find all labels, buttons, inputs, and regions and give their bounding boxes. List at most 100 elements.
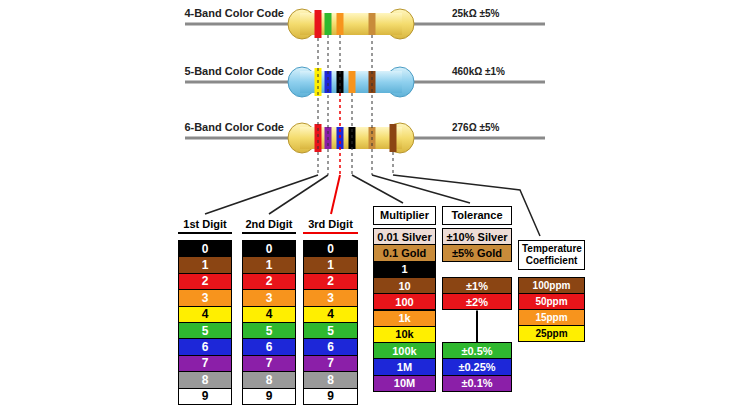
resistor-value: 276Ω ±5% (452, 122, 499, 133)
color-cell: 100ppm (518, 277, 585, 294)
cell-value: 4 (202, 307, 209, 321)
cell-value: 10M (394, 377, 415, 389)
color-cell: ±10% Silver (442, 228, 512, 245)
color-cell: ±0.5% (442, 342, 512, 359)
color-cell: 8 (303, 371, 358, 388)
color-cell: 4 (178, 306, 232, 323)
cell-value: 3 (266, 291, 273, 305)
color-band (315, 10, 376, 38)
color-cell: 2 (242, 273, 296, 290)
color-cell: 15ppm (518, 309, 585, 326)
cell-value: 0 (327, 242, 334, 256)
color-cell: 0 (178, 240, 232, 257)
color-cell: 1k (373, 310, 436, 327)
color-table: 2nd Digit0123456789 (242, 218, 296, 405)
resistor-body (288, 9, 414, 39)
table-heading: 3rd Digit (303, 218, 358, 234)
cell-value: 5 (202, 324, 209, 338)
band-guide-line (318, 35, 393, 175)
color-cell: 6 (178, 338, 232, 355)
cell-value: 7 (202, 356, 209, 370)
color-cell: 1 (373, 261, 436, 278)
color-cell: 3 (303, 289, 358, 306)
cell-value: 10 (398, 280, 410, 292)
cell-value: ±0.25% (458, 361, 495, 373)
color-cell: 25ppm (518, 325, 585, 342)
cell-value: 25ppm (535, 328, 567, 339)
color-cell: 10k (373, 326, 436, 343)
color-cell: 2 (178, 273, 232, 290)
table-heading: Tolerance (442, 206, 512, 225)
color-cell: 1 (242, 256, 296, 273)
color-cell: 3 (242, 289, 296, 306)
cell-value: 2 (202, 274, 209, 288)
cell-value: 5 (266, 324, 273, 338)
cell-value: 6 (327, 340, 334, 354)
color-cell: 6 (242, 338, 296, 355)
color-cell: 10M (373, 375, 436, 392)
color-cell: ±2% (442, 293, 512, 310)
color-cell: 0.01 Silver (373, 228, 436, 245)
cell-value: 6 (266, 340, 273, 354)
color-band (315, 124, 397, 152)
color-cell: 1M (373, 358, 436, 375)
color-cell: 5 (178, 322, 232, 339)
cell-value: 8 (266, 373, 273, 387)
leader-line (205, 175, 540, 236)
color-cell: 6 (303, 338, 358, 355)
band-count-label: 5-Band Color Code (150, 65, 284, 77)
band-count-label: 6-Band Color Code (150, 121, 284, 133)
cell-value: 9 (202, 389, 209, 403)
cell-value: 4 (266, 307, 273, 321)
color-cell: 5 (303, 322, 358, 339)
table-heading: Temperature Coefficient (518, 240, 585, 270)
cell-value: 5 (327, 324, 334, 338)
color-cell: 8 (178, 371, 232, 388)
color-cell: 7 (178, 355, 232, 372)
color-cell: ±5% Gold (442, 244, 512, 261)
color-cell: 100k (373, 342, 436, 359)
cell-value: 0.1 Gold (383, 247, 426, 259)
color-cell: 4 (303, 306, 358, 323)
color-band (315, 68, 376, 96)
cell-value: 1M (397, 361, 412, 373)
color-cell: 8 (242, 371, 296, 388)
cell-value: 0.01 Silver (377, 231, 431, 243)
cell-value: 9 (327, 389, 334, 403)
color-cell: ±0.1% (442, 375, 512, 392)
cell-value: 3 (202, 291, 209, 305)
cell-value: 3 (327, 291, 334, 305)
cell-value: 1 (327, 258, 334, 272)
color-table: 1st Digit0123456789 (178, 218, 232, 405)
cell-value: 2 (266, 274, 273, 288)
cell-value: 1 (401, 263, 407, 275)
color-cell: 5 (242, 322, 296, 339)
resistor-lead (185, 24, 545, 138)
cell-value: ±5% Gold (452, 247, 502, 259)
cell-value: 8 (202, 373, 209, 387)
color-cell: 50ppm (518, 293, 585, 310)
cell-value: 100ppm (533, 280, 571, 291)
table-heading: Multiplier (373, 206, 436, 225)
cell-value: 1k (398, 312, 410, 324)
cell-value: 1 (266, 258, 273, 272)
color-cell: 7 (242, 355, 296, 372)
resistor-body (288, 67, 414, 97)
resistor-value: 25kΩ ±5% (452, 8, 499, 19)
cell-value: 100 (395, 296, 413, 308)
color-cell: 2 (303, 273, 358, 290)
band-count-label: 4-Band Color Code (150, 7, 284, 19)
color-cell: 0 (303, 240, 358, 257)
color-cell: 1 (303, 256, 358, 273)
color-cell: 0 (242, 240, 296, 257)
color-cell: ±1% (442, 277, 512, 294)
color-cell: 7 (303, 355, 358, 372)
color-cell: 3 (178, 289, 232, 306)
cell-value: 1 (202, 258, 209, 272)
color-cell: 1 (178, 256, 232, 273)
table-heading: 2nd Digit (242, 218, 296, 234)
cell-value: 4 (327, 307, 334, 321)
color-table: Tolerance ±10% Silver ±5% Gold ±1%±2% ±0.5% ±… (442, 206, 512, 392)
